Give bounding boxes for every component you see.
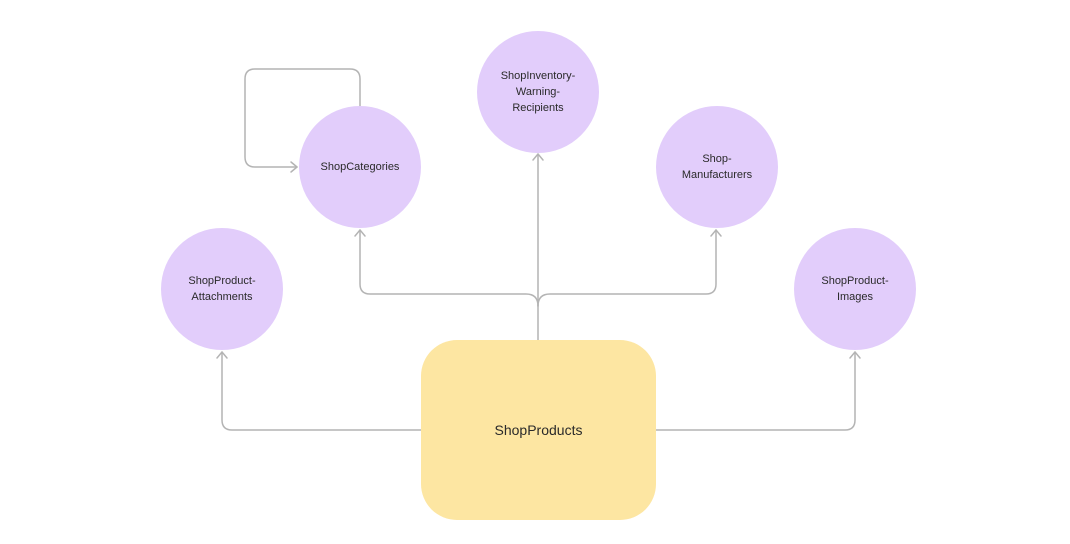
- node-label: ShopInventory- Warning- Recipients: [500, 70, 576, 114]
- node-shop-product-images[interactable]: ShopProduct- Images: [794, 228, 916, 350]
- node-label: ShopProduct- Images: [821, 275, 889, 303]
- edge-products-to-attachments: [221, 351, 422, 431]
- node-label: Shop- Manufacturers: [681, 153, 753, 181]
- arrowhead-categories: [354, 229, 366, 237]
- arrowhead-manufacturers: [710, 229, 722, 237]
- node-shop-product-attachments[interactable]: ShopProduct- Attachments: [161, 228, 283, 350]
- edge-categories-self-loop: [244, 68, 361, 168]
- node-shop-products[interactable]: ShopProducts: [421, 340, 656, 520]
- arrowhead-categories-self-loop: [290, 161, 298, 173]
- node-label: ShopProducts: [494, 422, 583, 438]
- edge-products-to-manufacturers: [537, 229, 717, 307]
- node-shop-categories[interactable]: ShopCategories: [299, 106, 421, 228]
- node-shop-manufacturers[interactable]: Shop- Manufacturers: [656, 106, 778, 228]
- node-label: ShopCategories: [320, 161, 400, 173]
- arrowhead-attachments: [216, 351, 228, 359]
- edge-products-to-categories: [359, 229, 539, 307]
- node-shop-inventory-warning-recipients[interactable]: ShopInventory- Warning- Recipients: [477, 31, 599, 153]
- arrowhead-inventory: [532, 153, 544, 161]
- node-label: ShopProduct- Attachments: [188, 275, 256, 303]
- edge-products-to-images: [655, 351, 856, 431]
- arrowhead-images: [849, 351, 861, 359]
